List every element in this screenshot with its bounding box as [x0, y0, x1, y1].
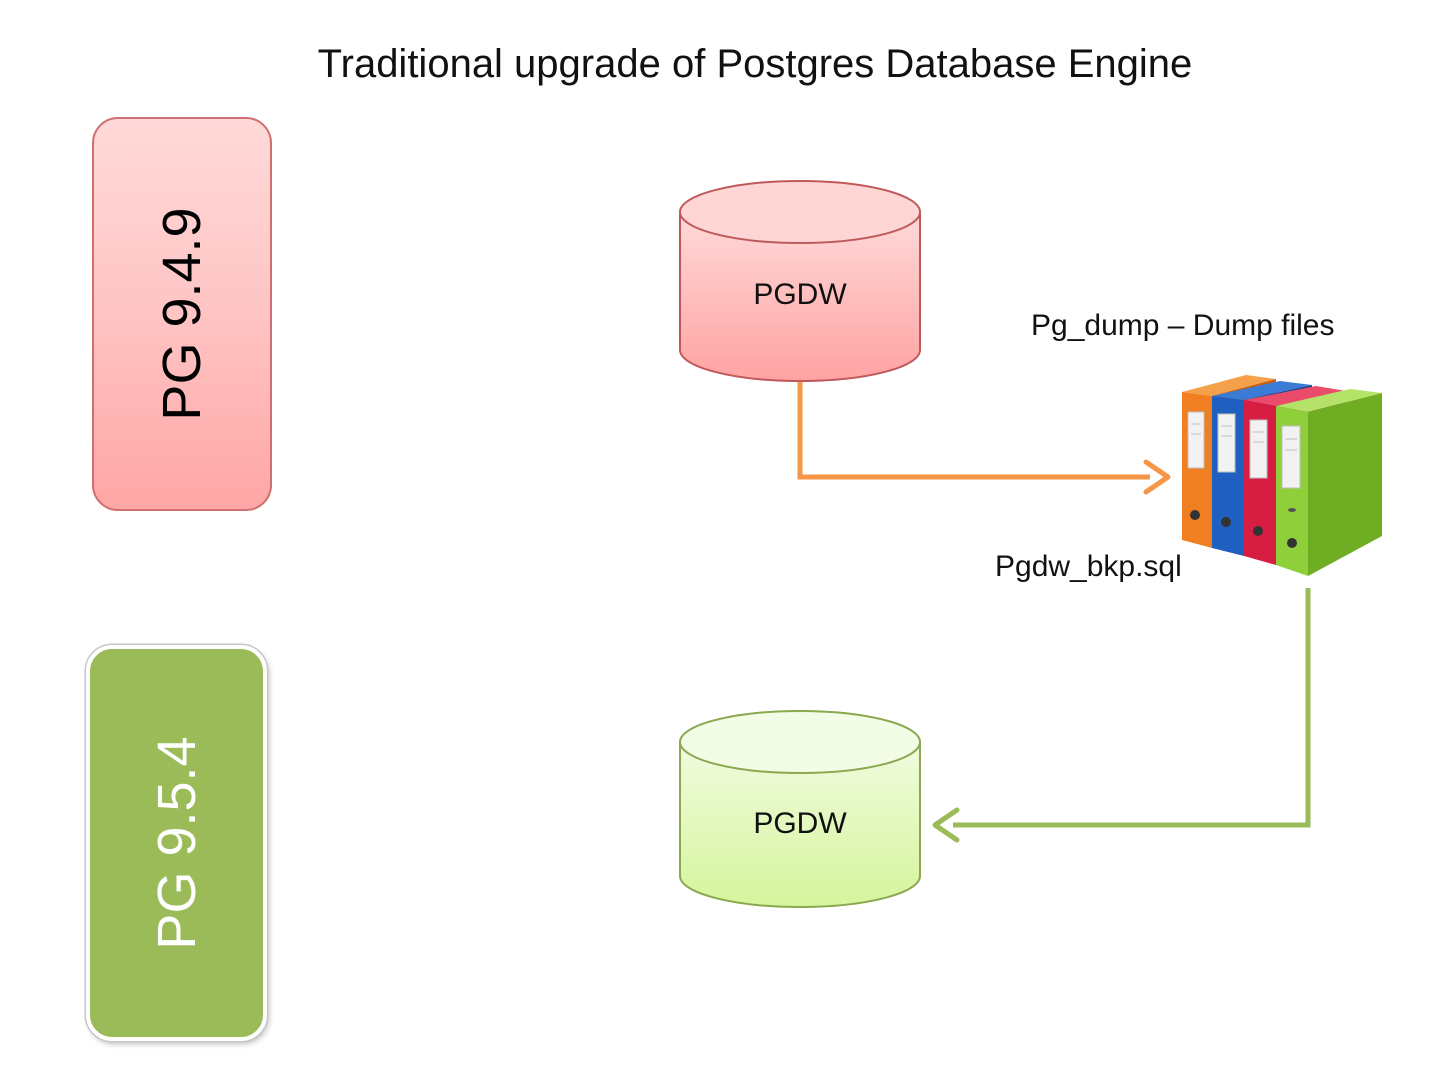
target-version-box: PG 9.5.4	[86, 645, 267, 1041]
diagram-title: Traditional upgrade of Postgres Database…	[317, 42, 1193, 86]
target-database-label: PGDW	[753, 807, 847, 840]
source-database-label: PGDW	[753, 278, 847, 311]
restore-arrow	[932, 588, 1311, 843]
dump-caption: Pg_dump – Dump files	[1031, 309, 1335, 342]
source-version-box: PG 9.4.9	[92, 117, 272, 511]
dump-arrow	[797, 382, 1171, 495]
target-database-icon	[679, 710, 921, 908]
binders-icon	[1182, 375, 1382, 576]
dump-file-name: Pgdw_bkp.sql	[995, 550, 1182, 583]
source-database-icon	[679, 180, 921, 382]
